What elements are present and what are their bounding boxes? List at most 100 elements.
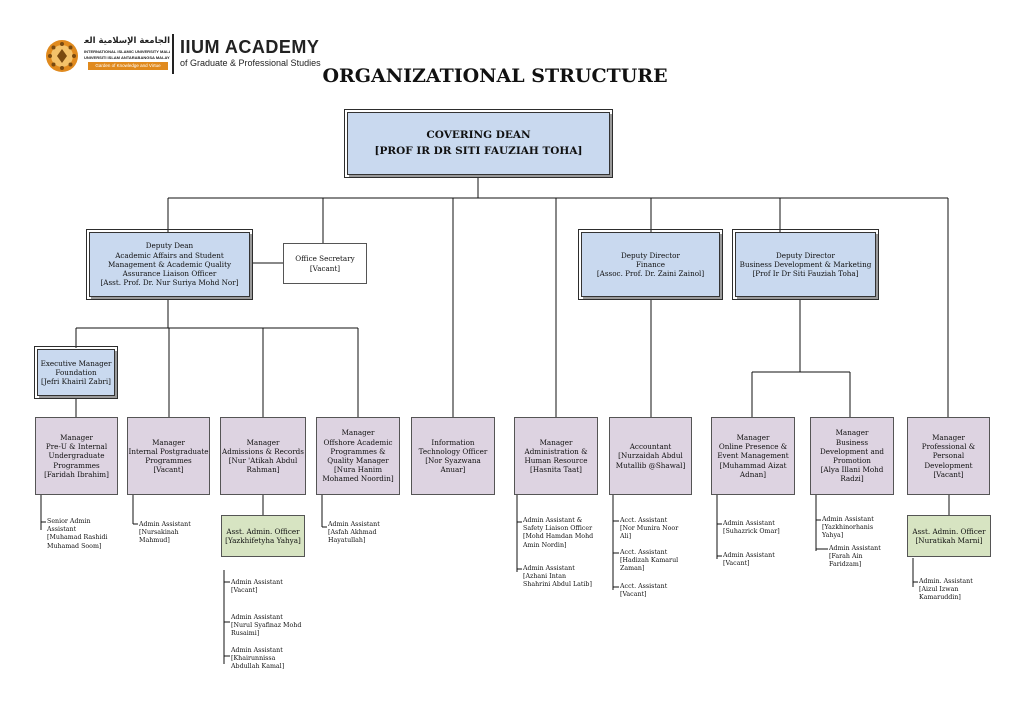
logo-divider	[172, 34, 174, 74]
box-line: [Prof Ir Dr Siti Fauziah Toha]	[752, 269, 859, 279]
box-line: Information	[431, 437, 475, 447]
staff-line: Admin Assistant	[231, 647, 283, 654]
staff-line: [Yazkhinorhanis	[822, 524, 874, 532]
box-line: Event Management	[717, 451, 789, 461]
staff-line: Muhamad Soom]	[47, 542, 102, 550]
box-line: [Nuratikah Marni]	[915, 536, 983, 545]
box-line: Personal	[932, 451, 965, 461]
box-line: [Vacant]	[309, 263, 341, 273]
box-line: Online Presence &	[718, 442, 788, 452]
box-line: Programmes	[145, 456, 192, 465]
logo-arabic-text: الجامعة الإسلامية العالمية ماليزيا	[84, 36, 170, 46]
staff-line: Admin Assistant	[231, 614, 283, 621]
box-line: Foundation	[55, 367, 97, 377]
box-line: Administration &	[524, 446, 588, 456]
manager-admin-hr-box: Manager Administration & Human Resource …	[514, 417, 598, 495]
box-line: [Faridah Ibrahim]	[44, 469, 109, 479]
covering-dean-name: [PROF IR DR SITI FAUZIAH TOHA]	[374, 144, 583, 157]
covering-dean-title: COVERING DEAN	[426, 129, 531, 142]
staff-line: Admin Assistant	[829, 545, 881, 552]
box-line: Offshore Academic	[323, 437, 393, 447]
box-line: Radzi]	[840, 474, 864, 484]
staff-entry: Acct. Assistant [Nor Munira Noor Ali]	[620, 517, 678, 542]
box-line: Manager	[60, 432, 93, 442]
box-line: Professional &	[921, 442, 976, 452]
box-line: Deputy Dean	[145, 241, 194, 251]
box-line: [Assoc. Prof. Dr. Zaini Zainol]	[596, 269, 705, 279]
staff-line: Admin Assistant	[723, 552, 775, 559]
staff-entry: Admin Assistant & Safety Liaison Officer…	[523, 517, 593, 550]
box-line: Quality Manager	[327, 456, 389, 465]
box-line: Promotion	[833, 456, 871, 465]
box-line: Deputy Director	[621, 250, 680, 260]
box-line: Manager	[932, 432, 965, 442]
staff-line: [Mohd Hamdan Mohd	[523, 533, 594, 541]
box-line: Manager	[539, 437, 573, 447]
box-line: [Vacant]	[153, 465, 184, 475]
box-line: Admissions & Records	[222, 446, 304, 456]
staff-entry: Admin Assistant [Nurul Syafinaz Mohd Rus…	[231, 614, 301, 639]
staff-line: Admin Assistant &	[523, 517, 583, 524]
staff-line: Rusaimi]	[231, 630, 260, 638]
box-line: Pre-U & Internal	[45, 442, 108, 452]
staff-line: [Vacant]	[231, 587, 258, 595]
staff-line: [Muhamad Rashidi	[47, 534, 108, 542]
manager-admissions-box: Manager Admissions & Records [Nur 'Atika…	[220, 417, 306, 495]
staff-line: [Azhani Intan	[523, 573, 567, 581]
staff-entry: Admin Assistant [Azhani Intan Shahrini A…	[523, 565, 592, 590]
staff-entry: Acct. Assistant [Vacant]	[620, 583, 667, 599]
covering-dean-box: COVERING DEAN [PROF IR DR SITI FAUZIAH T…	[344, 109, 613, 178]
staff-entry: Admin Assistant [Nursakinah Mahmud]	[139, 521, 191, 546]
box-line: [Alya Illani Mohd	[820, 465, 884, 475]
box-line: [Vacant]	[933, 469, 964, 479]
box-line: Manager	[736, 432, 770, 442]
staff-line: [Aizul Izwan	[919, 586, 959, 594]
iium-emblem-icon	[44, 38, 80, 74]
box-line: [Nor Syazwana	[425, 456, 481, 465]
box-line: Assurance Liaison Officer	[122, 269, 217, 279]
manager-online-presence-box: Manager Online Presence & Event Manageme…	[711, 417, 795, 495]
staff-line: Admin Assistant	[139, 521, 191, 528]
logo-tagline: Garden of Knowledge and Virtue	[88, 62, 168, 70]
staff-line: Zaman]	[620, 565, 645, 573]
box-line: Technology Officer	[418, 446, 488, 456]
executive-manager-box: Executive Manager Foundation [Jefri Khai…	[34, 346, 118, 399]
box-line: Management & Academic Quality	[107, 259, 232, 269]
box-line: Mohamed Noordin]	[322, 474, 394, 484]
box-line: Business Development & Marketing	[739, 259, 872, 269]
academy-subtitle: of Graduate & Professional Studies	[180, 58, 321, 68]
staff-line: [Nursakinah	[139, 529, 179, 537]
staff-line: Admin Assistant	[523, 565, 575, 572]
staff-line: Kamaruddin]	[919, 594, 961, 602]
staff-line: Shahrini Abdul Latib]	[523, 581, 592, 589]
manager-postgrad-box: Manager Internal Postgraduate Programmes…	[127, 417, 210, 495]
staff-entry: Admin Assistant [Vacant]	[231, 579, 283, 595]
box-line: Deputy Director	[776, 250, 835, 260]
box-line: Business	[835, 437, 869, 447]
box-line: Asst. Admin. Officer	[226, 526, 300, 536]
box-line: Executive Manager	[40, 358, 112, 368]
deputy-dean-box: Deputy Dean Academic Affairs and Student…	[86, 229, 253, 300]
academy-name: IIUM ACADEMY	[180, 37, 320, 57]
staff-line: [Vacant]	[620, 591, 647, 599]
staff-entry: Admin Assistant [Vacant]	[723, 552, 775, 568]
deputy-director-bizdev-box: Deputy Director Business Development & M…	[732, 229, 879, 300]
box-line: Undergraduate	[48, 451, 105, 461]
staff-line: Admin Assistant	[723, 520, 775, 527]
box-line: Development and	[820, 446, 884, 456]
deputy-director-finance-box: Deputy Director Finance [Assoc. Prof. Dr…	[578, 229, 723, 300]
page-title: ORGANIZATIONAL STRUCTURE	[322, 65, 668, 87]
staff-line: [Vacant]	[723, 560, 750, 568]
staff-entry: Admin Assistant [Khairunnissa Abdullah K…	[231, 647, 284, 672]
manager-offshore-box: Manager Offshore Academic Programmes & Q…	[316, 417, 400, 495]
asst-admin-officer-box: Asst. Admin. Officer [Nuratikah Marni]	[907, 515, 991, 557]
box-line: Adnan]	[739, 469, 767, 479]
staff-entry: Senior Admin Assistant [Muhamad Rashidi …	[47, 518, 108, 551]
staff-entry: Admin Assistant [Asfah Akhmad Hayatullah…	[328, 521, 380, 546]
staff-line: [Nor Munira Noor	[620, 525, 679, 533]
staff-line: Admin Assistant	[231, 579, 283, 586]
staff-line: Senior Admin	[47, 518, 91, 525]
box-line: Human Resource	[524, 456, 588, 465]
staff-line: Safety Liaison Officer	[523, 525, 593, 533]
